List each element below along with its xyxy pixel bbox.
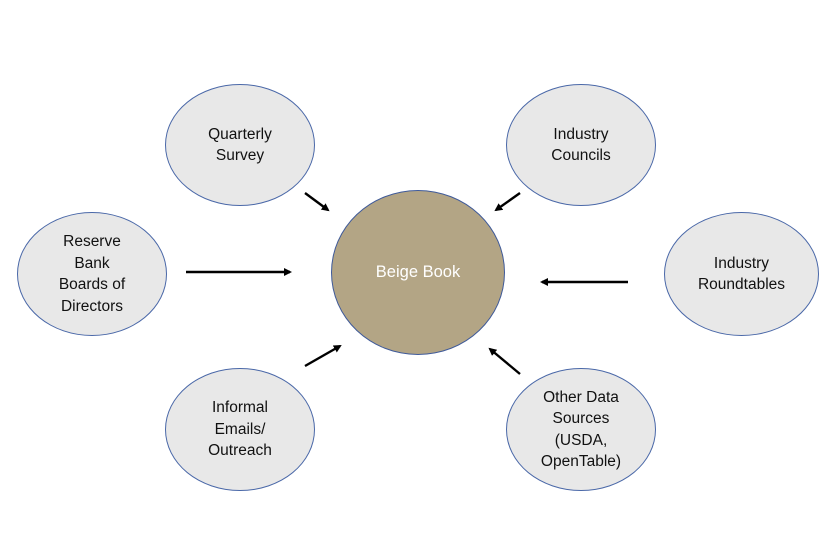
industry-roundtables-label: Industry Roundtables [697,254,786,294]
quarterly-survey-node: Quarterly Survey [165,84,315,206]
reserve-bank-boards-label: Reserve Bank Boards of Directors [58,233,126,315]
informal-emails-outreach-label: Informal Emails/ Outreach [208,399,272,460]
arrow-industry-councils [494,192,521,212]
beige-book-label: Beige Book [375,262,461,281]
arrow-other-data-sources [488,347,521,375]
other-data-sources-node: Other Data Sources (USDA, OpenTable) [506,368,656,491]
reserve-bank-boards-node: Reserve Bank Boards of Directors [17,212,167,336]
arrow-quarterly-survey [304,192,330,212]
beige-book-node: Beige Book [331,190,505,355]
other-data-sources-label: Other Data Sources (USDA, OpenTable) [540,388,622,471]
industry-councils-label: Industry Councils [551,125,611,165]
quarterly-survey-label: Quarterly Survey [208,125,272,165]
arrow-informal-emails-outreach [304,344,342,368]
informal-emails-outreach-node: Informal Emails/ Outreach [165,368,315,491]
industry-councils-node: Industry Councils [506,84,656,206]
industry-roundtables-node: Industry Roundtables [664,212,819,336]
